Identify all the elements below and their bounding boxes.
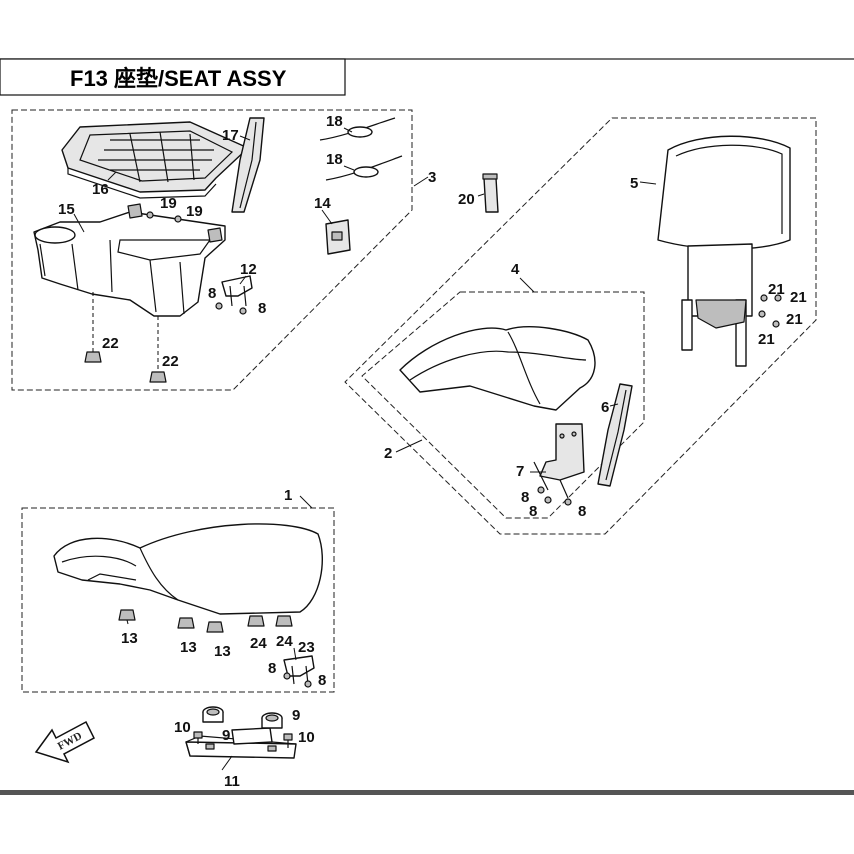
part-22-clip-b	[149, 371, 167, 383]
part-13-bumper-a	[118, 609, 136, 621]
callout-9-a: 9	[222, 727, 230, 744]
part-17-strap	[231, 117, 265, 213]
part-7-seat-bracket	[533, 423, 585, 506]
callout-7: 7	[516, 463, 524, 480]
part-23-latch	[283, 655, 315, 688]
part-13-bumper-c	[206, 621, 224, 633]
callout-17: 17	[222, 127, 239, 144]
callout-8-f: 8	[268, 660, 276, 677]
part-13-bumper-b	[177, 617, 195, 629]
bottom-border	[0, 790, 854, 795]
callout-21-a: 21	[768, 281, 785, 298]
part-15-storage-box	[33, 203, 226, 317]
callout-24-a: 24	[250, 635, 267, 652]
callout-10-a: 10	[174, 719, 191, 736]
page-title: F13 座垫/SEAT ASSY	[70, 66, 287, 91]
group-2-outline	[344, 117, 817, 535]
callout-15: 15	[58, 201, 75, 218]
callout-21-c: 21	[786, 311, 803, 328]
callout-3: 3	[428, 169, 436, 186]
callout-23: 23	[298, 639, 315, 656]
callout-2: 2	[384, 445, 392, 462]
part-20-sleeve	[482, 173, 499, 213]
callout-21-d: 21	[758, 331, 775, 348]
callout-13-b: 13	[180, 639, 197, 656]
callout-4: 4	[511, 261, 520, 278]
part-18-cable-b	[325, 155, 403, 181]
part-16-rack	[61, 121, 249, 199]
part-14-bracket	[325, 219, 351, 255]
callout-8-a: 8	[208, 285, 216, 302]
part-9-grommet-a	[202, 706, 224, 723]
callout-11: 11	[224, 773, 240, 790]
part-18-cable-a	[319, 117, 396, 141]
part-10-bolt-b	[283, 733, 293, 748]
callout-8-c: 8	[521, 489, 529, 506]
callout-20: 20	[458, 191, 475, 208]
group-4-outline	[361, 291, 645, 519]
callout-18-b: 18	[326, 151, 343, 168]
callout-12: 12	[240, 261, 257, 278]
part-24-bumper-a	[247, 615, 265, 627]
callout-9-b: 9	[292, 707, 300, 724]
part-24-bumper-b	[275, 615, 293, 627]
part-9-grommet-b	[261, 712, 283, 729]
callout-22-a: 22	[102, 335, 119, 352]
callout-24-b: 24	[276, 633, 293, 650]
title-box	[0, 58, 346, 96]
callout-22-b: 22	[162, 353, 179, 370]
part-4-passenger-seat	[399, 326, 596, 411]
part-22-clip-a	[84, 351, 102, 363]
callout-18-a: 18	[326, 113, 343, 130]
fwd-direction-arrow-icon: FWD	[34, 720, 95, 764]
callout-10-b: 10	[298, 729, 315, 746]
callout-8-d: 8	[529, 503, 537, 520]
callout-1: 1	[284, 487, 292, 504]
group-1-outline	[21, 507, 335, 693]
part-10-bolt-a	[193, 731, 203, 744]
callout-21-b: 21	[790, 289, 807, 306]
callout-16: 16	[92, 181, 109, 198]
callout-6: 6	[601, 399, 609, 416]
callout-19-b: 19	[186, 203, 203, 220]
callout-14: 14	[314, 195, 331, 212]
part-6-strap	[597, 383, 633, 487]
callout-8-e: 8	[578, 503, 586, 520]
part-1-main-seat	[53, 523, 324, 615]
callout-8-b: 8	[258, 300, 266, 317]
callout-13-a: 13	[121, 630, 138, 647]
part-5-backrest	[657, 135, 791, 367]
callout-8-g: 8	[318, 672, 326, 689]
part-19-screws	[146, 211, 182, 223]
callout-13-c: 13	[214, 643, 231, 660]
callout-5: 5	[630, 175, 638, 192]
part-12-latch	[215, 275, 253, 315]
leader-lines	[73, 127, 657, 771]
group-3-outline	[11, 109, 413, 391]
callout-19-a: 19	[160, 195, 177, 212]
part-11-mount-bracket	[185, 727, 297, 759]
